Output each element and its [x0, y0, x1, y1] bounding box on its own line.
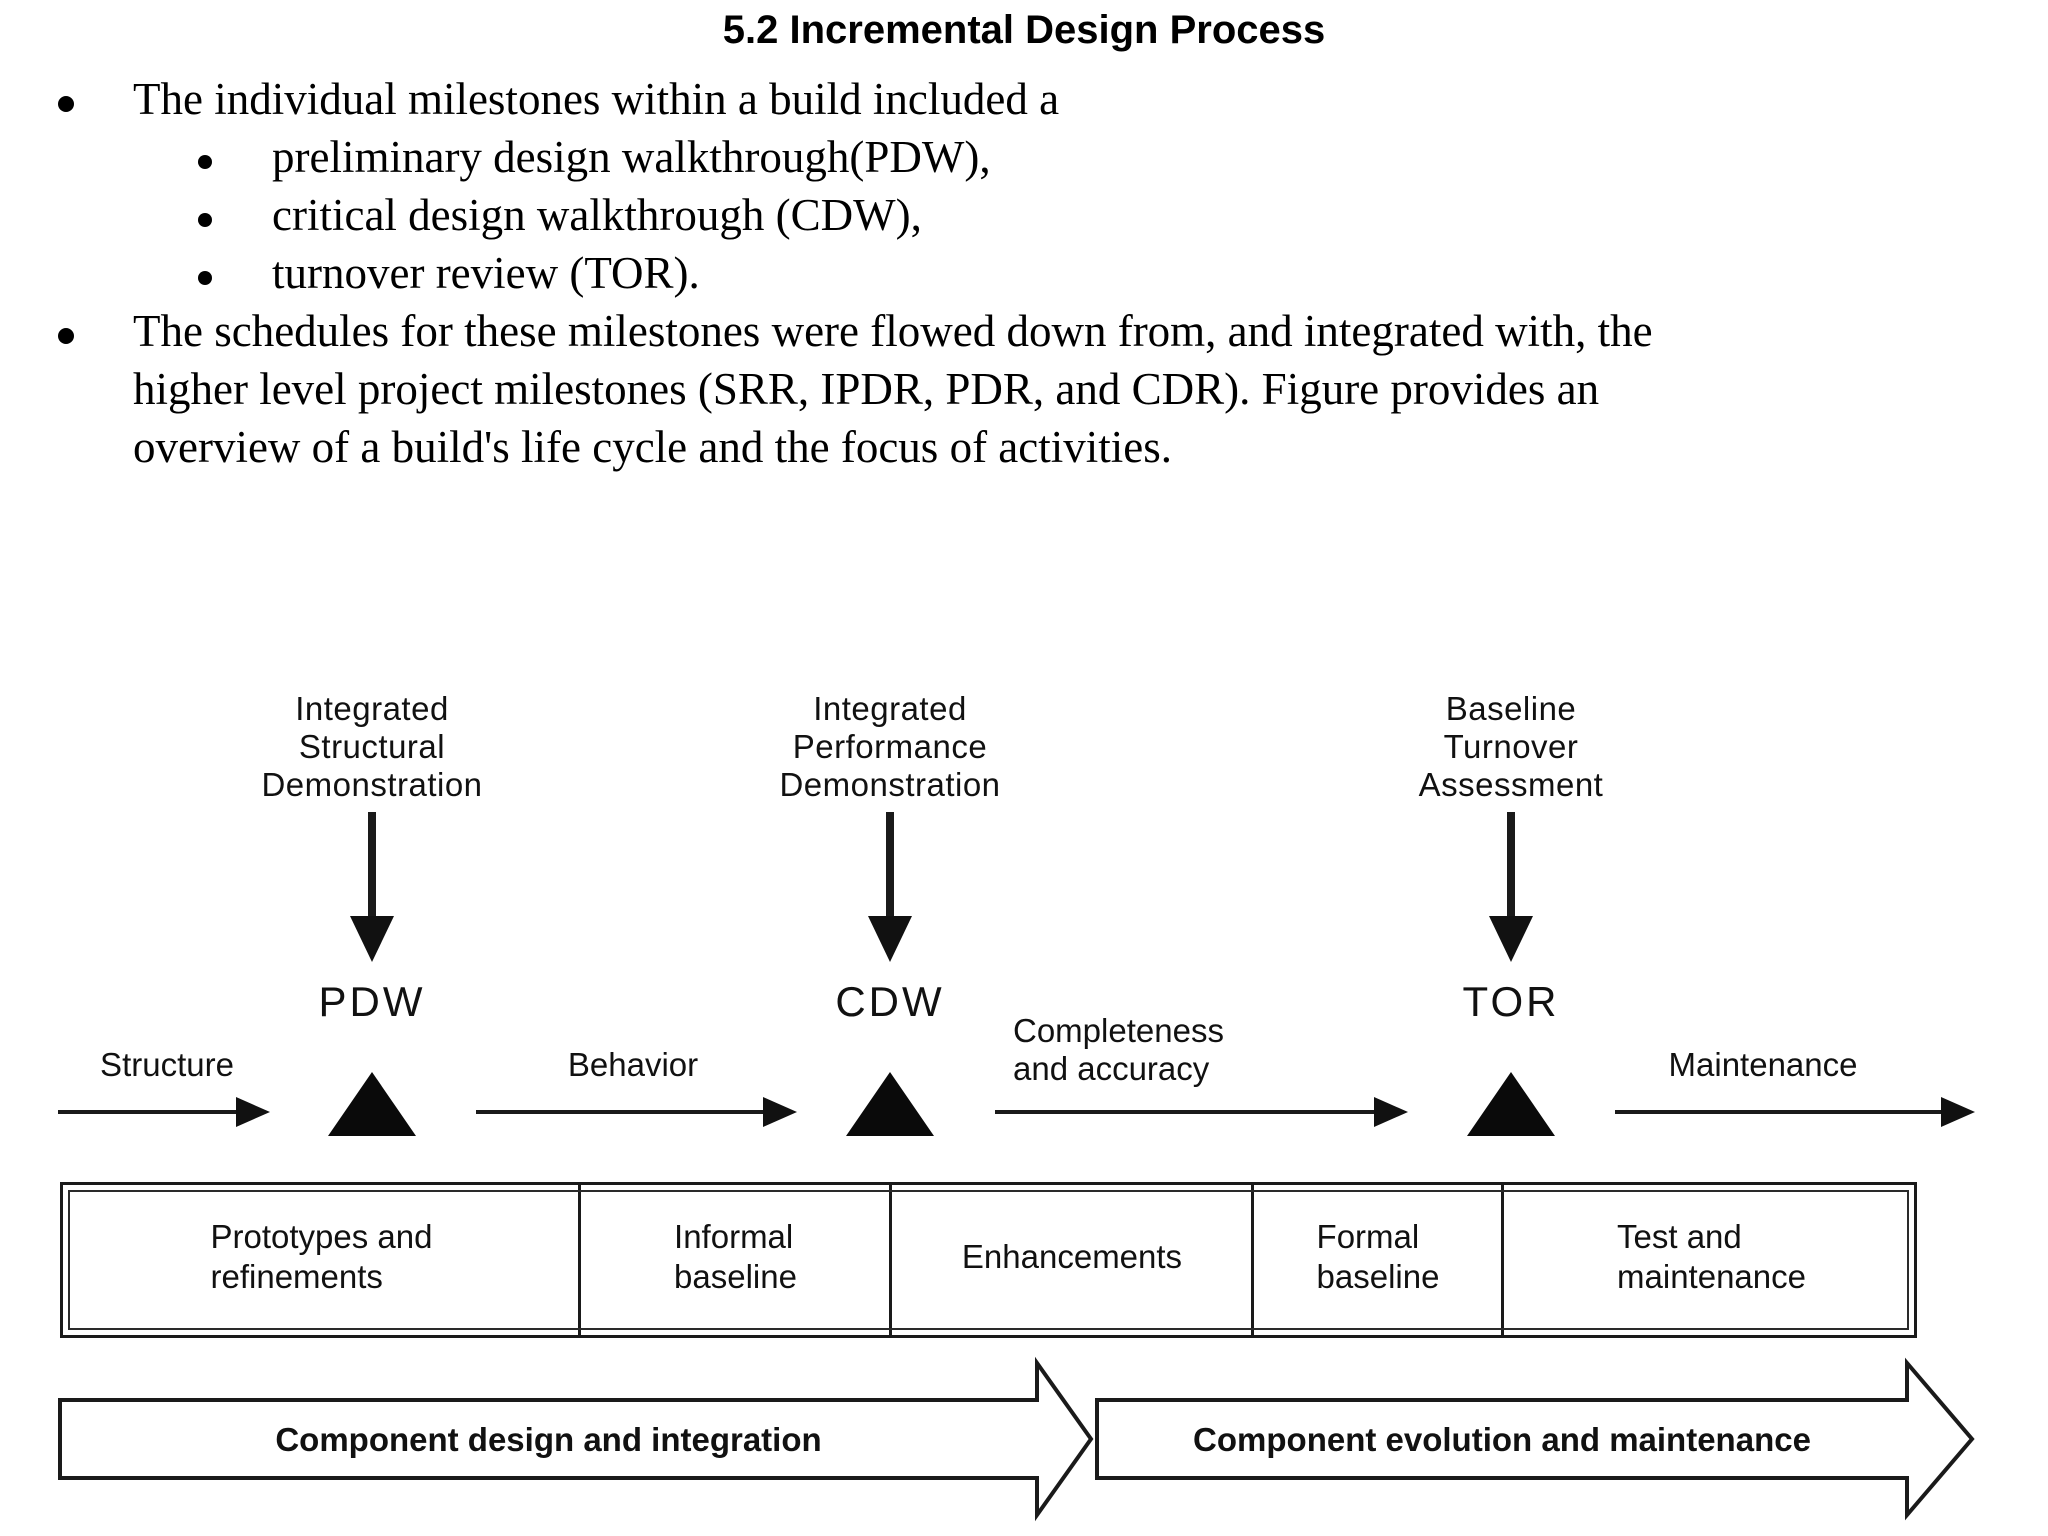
activity-box-label-line: Informal	[674, 1218, 794, 1255]
milestone-triangle-icon-pdw	[328, 1072, 416, 1136]
flow-arrow-evolution-maintenance	[1095, 1357, 1975, 1521]
bullet-subitem: critical design walkthrough (CDW),	[272, 190, 922, 240]
activity-box-label-line: refinements	[210, 1258, 383, 1295]
column-label-tor: Baseline Turnover Assessment	[1341, 690, 1681, 804]
column-label-line: Demonstration	[779, 766, 1001, 803]
bullet-marker	[58, 328, 74, 344]
milestone-triangle-icon-tor	[1467, 1072, 1555, 1136]
activity-box-label: Formal baseline	[1317, 1217, 1440, 1297]
bullet-item: The individual milestones within a build…	[133, 74, 1060, 124]
phase-label-line: Completeness	[1013, 1012, 1224, 1049]
column-label-line: Turnover	[1443, 728, 1579, 765]
activity-box-label: Test and maintenance	[1617, 1217, 1806, 1297]
activity-box-label-line: maintenance	[1617, 1258, 1806, 1295]
activity-box-label-line: Prototypes and	[210, 1218, 433, 1255]
milestone-triangle-icon-cdw	[846, 1072, 934, 1136]
activity-box-label-line: baseline	[674, 1258, 797, 1295]
activity-box-label: Informal baseline	[674, 1217, 797, 1297]
milestone-label-cdw: CDW	[835, 978, 945, 1025]
column-label-cdw: Integrated Performance Demonstration	[720, 690, 1060, 804]
bullet-subitem: preliminary design walkthrough(PDW),	[272, 132, 991, 182]
phase-label-maintenance: Maintenance	[1668, 1046, 1858, 1083]
phase-label-behavior: Behavior	[567, 1046, 699, 1083]
right-arrow-icon-behavior	[476, 1097, 797, 1127]
activity-box-row: Prototypes and refinements Informal base…	[60, 1182, 1917, 1338]
page-title: 5.2 Incremental Design Process	[722, 8, 1326, 52]
activity-box-test-maintenance: Test and maintenance	[1503, 1185, 1920, 1335]
activity-box-informal-baseline: Informal baseline	[580, 1185, 891, 1335]
box-divider	[889, 1185, 892, 1335]
box-divider	[1251, 1185, 1254, 1335]
phase-label-completeness: Completeness and accuracy	[1013, 1012, 1224, 1088]
column-label-line: Integrated	[813, 690, 967, 727]
activity-box-prototypes: Prototypes and refinements	[63, 1185, 580, 1335]
phase-label-line: and accuracy	[1013, 1050, 1210, 1087]
column-label-line: Integrated	[295, 690, 449, 727]
activity-box-label-line: Enhancements	[961, 1238, 1183, 1275]
bullet-marker	[198, 155, 212, 169]
down-arrow-icon-pdw	[350, 812, 394, 962]
column-label-line: Structural	[298, 728, 446, 765]
down-arrow-icon-tor	[1489, 812, 1533, 962]
activity-box-enhancements: Enhancements	[891, 1185, 1253, 1335]
milestone-label-tor: TOR	[1462, 978, 1560, 1025]
activity-box-formal-baseline: Formal baseline	[1253, 1185, 1503, 1335]
column-label-pdw: Integrated Structural Demonstration	[202, 690, 542, 804]
phase-label-structure: Structure	[100, 1046, 234, 1083]
box-divider	[578, 1185, 581, 1335]
bullet-item-continuation: overview of a build's life cycle and the…	[133, 422, 1172, 472]
activity-box-label: Prototypes and refinements	[211, 1217, 433, 1297]
activity-box-label-line: Formal	[1316, 1218, 1420, 1255]
right-arrow-icon-structure	[58, 1097, 270, 1127]
flow-arrow-design-integration	[58, 1356, 1094, 1522]
column-label-line: Performance	[792, 728, 988, 765]
bullet-subitem: turnover review (TOR).	[272, 248, 700, 298]
right-arrow-icon-completeness	[995, 1097, 1408, 1127]
bullet-marker	[198, 271, 212, 285]
column-label-line: Baseline	[1445, 690, 1577, 727]
bullet-marker	[58, 96, 74, 112]
bullet-item: The schedules for these milestones were …	[133, 306, 1653, 356]
bullet-item-continuation: higher level project milestones (SRR, IP…	[133, 364, 1600, 414]
flow-arrow-label-design: Component design and integration	[275, 1421, 822, 1458]
activity-box-label-line: Test and	[1617, 1218, 1742, 1255]
right-arrow-icon-maintenance	[1615, 1097, 1975, 1127]
milestone-label-pdw: PDW	[318, 978, 426, 1025]
activity-box-label: Enhancements	[962, 1237, 1182, 1277]
column-label-line: Assessment	[1418, 766, 1604, 803]
column-label-line: Demonstration	[261, 766, 483, 803]
down-arrow-icon-cdw	[868, 812, 912, 962]
box-divider	[1501, 1185, 1504, 1335]
bullet-marker	[198, 213, 212, 227]
activity-box-label-line: baseline	[1316, 1258, 1440, 1295]
flow-arrow-label-evolution: Component evolution and maintenance	[1193, 1421, 1811, 1458]
